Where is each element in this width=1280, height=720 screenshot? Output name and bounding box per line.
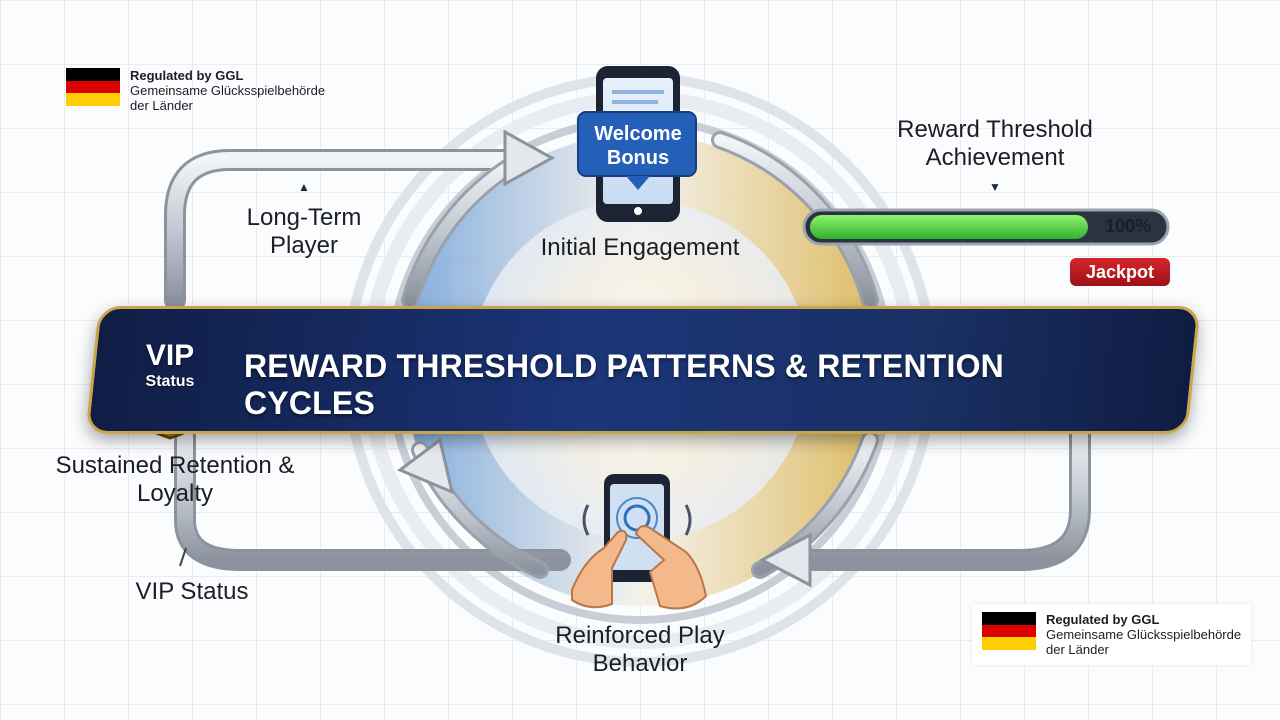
down-arrow-icon: ▼ <box>989 180 1001 194</box>
vip-shield-small: Status <box>145 373 195 390</box>
long-term-player-label: Long-Term Player <box>246 204 362 259</box>
arrowheads <box>397 129 812 588</box>
progress-bar <box>802 208 1170 246</box>
reward-threshold-label: Reward Threshold Achievement <box>897 116 1093 171</box>
welcome-bonus-label: Welcome Bonus <box>594 123 682 169</box>
vip-shield-text: VIP Status <box>118 340 222 392</box>
phone-icon <box>577 66 697 222</box>
regulator-line2: Gemeinsame Glücksspielbehörde <box>130 83 326 98</box>
regulator-line1: Regulated by GGL <box>1046 612 1160 627</box>
german-flag-icon <box>982 612 1036 651</box>
regulator-line3: der Länder <box>130 98 193 113</box>
regulator-line2: Gemeinsame Glücksspielbehörde <box>1046 627 1242 642</box>
jackpot-badge: Jackpot <box>1070 258 1170 286</box>
cycle-arrow-icon <box>164 131 1091 579</box>
up-arrow-icon: ▲ <box>298 180 310 194</box>
regulator-badge-bottom: Regulated by GGL Gemeinsame Glücksspielb… <box>972 604 1252 665</box>
progress-percent: 100% <box>1104 216 1152 236</box>
hand-tap-icon <box>571 474 708 610</box>
regulator-line3: der Länder <box>1046 642 1109 657</box>
vip-status-label: VIP Status <box>135 578 249 605</box>
initial-engagement-label: Initial Engagement <box>540 234 740 261</box>
reinforced-play-label: Reinforced Play Behavior <box>555 622 725 677</box>
page-title: REWARD THRESHOLD PATTERNS & RETENTION CY… <box>244 348 1004 421</box>
connector-line <box>179 547 187 567</box>
regulator-line1: Regulated by GGL <box>130 68 244 83</box>
regulator-badge: Regulated by GGL Gemeinsame Glücksspielb… <box>66 68 325 113</box>
sustained-retention-label: Sustained Retention & Loyalty <box>55 452 295 507</box>
german-flag-icon <box>66 68 120 107</box>
vip-shield-big: VIP <box>145 339 195 372</box>
